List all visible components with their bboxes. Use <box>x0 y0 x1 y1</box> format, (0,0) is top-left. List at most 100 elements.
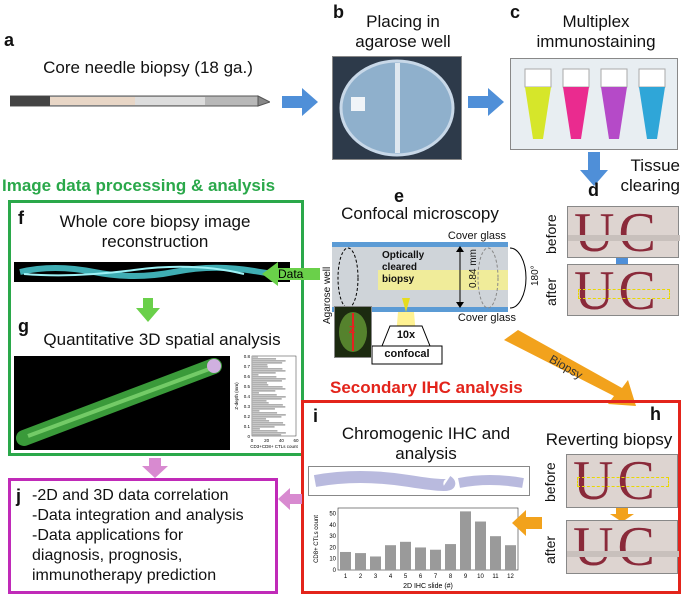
chart-i-ytick: 20 <box>329 545 336 551</box>
panel-d-caption-line2: clearing <box>620 176 680 195</box>
chart-g-ytick: 0.8 <box>244 354 251 359</box>
cleared-biopsy-outline <box>578 289 670 299</box>
chart-i-xtick: 4 <box>389 574 393 580</box>
chart-i-xlabel: 2D IHC slide (#) <box>403 583 453 590</box>
chart-i-ytick: 10 <box>329 557 336 563</box>
chart-g-bar <box>252 434 282 436</box>
chart-i-xtick: 11 <box>492 574 499 580</box>
revert-biopsy-outline <box>577 477 669 487</box>
chart-g-bar <box>252 412 278 414</box>
chart-g-bar <box>252 400 267 402</box>
panel-a-caption: Core needle biopsy (18 ga.) <box>43 58 253 77</box>
3d-spatial-image <box>14 356 230 450</box>
chart-i-xtick: 6 <box>419 574 423 580</box>
chart-i-bar <box>370 556 381 570</box>
chart-g-bar <box>252 360 286 362</box>
chart-i-bar <box>505 545 516 570</box>
before-label-d-wrap: before <box>541 208 561 258</box>
confocal-label: confocal <box>384 348 430 360</box>
arrow-h-before-after <box>610 508 634 527</box>
chart-g-bar <box>252 432 286 434</box>
before-revert-photo: UC <box>566 450 678 512</box>
chart-g-bar <box>252 372 276 374</box>
needle-illustration <box>9 95 272 107</box>
agarose-well-ellipse-left <box>337 247 359 309</box>
biopsy-needle-image <box>9 90 272 112</box>
chart-i-xtick: 12 <box>507 574 514 580</box>
chart-g-bar <box>252 428 260 430</box>
panel-a-letter: a <box>4 30 15 50</box>
chart-g-bar <box>252 370 286 372</box>
chart-g-bar <box>252 402 269 404</box>
chart-g-ytick: 0 <box>247 434 250 439</box>
chart-g-bar <box>252 356 258 358</box>
panel-h-caption: Reverting biopsy <box>545 430 673 449</box>
chart-i-bar <box>460 511 471 570</box>
tube-pink <box>562 68 590 139</box>
chart-g-bar <box>252 398 282 400</box>
after-label-h-wrap: after <box>540 524 560 574</box>
chart-i-xtick: 7 <box>434 574 438 580</box>
agarose-well-label: Agarose well <box>322 266 333 324</box>
panel-c-caption-line2: immunostaining <box>536 32 656 51</box>
chart-g-ytick: 0.6 <box>244 374 251 379</box>
chart-g-bar <box>252 366 268 368</box>
panel-h-letter: h <box>650 404 661 424</box>
chart-i-bar <box>415 547 426 570</box>
biopsy-strip-opaque <box>568 235 680 241</box>
stained-tubes-photo <box>510 58 678 150</box>
cleared-line1: Optically <box>382 250 425 261</box>
chart-g-bar <box>252 410 260 412</box>
confocal-zstack-photo: Z <box>334 306 372 358</box>
agarose-well-photo <box>332 56 462 160</box>
chart-i-ylabel: CD8+ CTLs count <box>314 515 320 563</box>
panel-i-caption-line2: analysis <box>395 444 457 463</box>
chart-g-bar <box>252 404 283 406</box>
panel-j-line2: -Data integration and analysis <box>32 507 244 524</box>
rotation-arrow <box>509 247 527 309</box>
chart-i-bar <box>430 549 441 570</box>
chart-g-bar <box>252 406 286 408</box>
chart-g-ylabel: Z-depth (mm) <box>234 382 239 410</box>
before-label-h: before <box>542 462 558 502</box>
chart-g-bar <box>252 390 276 392</box>
confocal-diagram: Cover glass Cover glass Optically cleare… <box>318 226 541 366</box>
after-clearing-photo: UC <box>567 260 679 322</box>
cover-glass-top <box>332 242 508 247</box>
chart-g-xtick: 60 <box>293 438 299 443</box>
data-arrow-label: Data <box>278 267 304 281</box>
chart-g-bar <box>252 376 277 378</box>
panel-j-line4: diagnosis, prognosis, <box>32 547 183 564</box>
chart-i-bar <box>490 536 501 570</box>
chart-g-bar <box>252 426 275 428</box>
panel-c-letter: c <box>510 2 521 22</box>
chart-g-ytick: 0.7 <box>244 364 251 369</box>
arrow-f-to-g <box>136 298 160 327</box>
cleared-line3: biopsy <box>382 274 415 285</box>
uc-logo-after-h: UC <box>573 516 659 578</box>
chart-i-bar <box>385 545 396 570</box>
panel-b-caption-line2: agarose well <box>355 32 451 51</box>
after-label-d-wrap: after <box>541 266 561 316</box>
agarose-well-ellipse-right <box>477 247 499 309</box>
chart-g-bar <box>252 358 277 360</box>
objective-label: 10x <box>396 329 416 341</box>
chart-i-plot-area <box>337 507 519 571</box>
ihc-slide-image <box>308 466 530 496</box>
panel-b-caption-line1: Placing in <box>366 12 440 31</box>
chart-i-ytick: 40 <box>329 523 336 529</box>
panel-f-caption: Whole core biopsy image reconstruction <box>30 212 280 252</box>
chart-i-bar <box>400 541 411 570</box>
tube-purple <box>600 68 628 139</box>
chart-g-bar <box>252 378 286 380</box>
panel-i-caption-line1: Chromogenic IHC and <box>341 424 511 443</box>
panel-e-letter: e <box>394 186 405 206</box>
header-image-data-processing: Image data processing & analysis <box>2 176 276 195</box>
panel-d-letter: d <box>588 180 599 200</box>
cover-glass-bottom <box>332 307 508 312</box>
chart-i-xtick: 2 <box>359 574 363 580</box>
cleared-line2: cleared <box>382 262 418 273</box>
chart-g-bar <box>252 394 277 396</box>
panel-d-caption: Tissue clearing <box>610 156 680 196</box>
